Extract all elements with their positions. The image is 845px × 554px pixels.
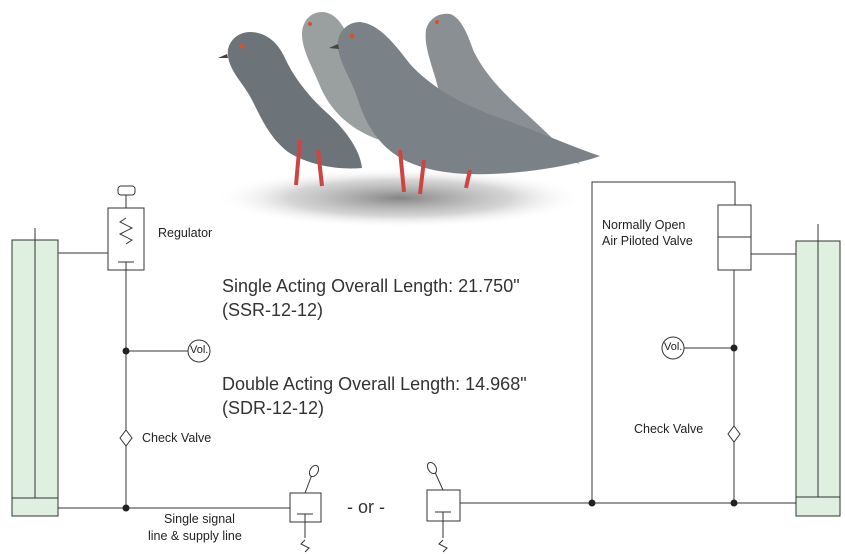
regulator-label: Regulator [158,226,213,240]
pigeon-1 [218,32,362,187]
single-acting-length: Single Acting Overall Length: 21.750" [222,276,520,296]
supply-line-label: line & supply line [148,529,242,543]
toggle-valve-right [426,461,461,553]
double-acting-model: (SDR-12-12) [222,398,325,418]
check-valve-label-left: Check Valve [142,431,212,445]
toggle-valve-left [289,464,322,553]
left-cylinder [11,228,59,517]
double-acting-length: Double Acting Overall Length: 14.968" [222,374,527,394]
pigeon-4 [425,13,580,164]
single-signal-label: Single signal [164,512,235,526]
volume-circle-right [661,336,685,360]
pigeons-illustration [215,12,600,228]
junction-dot-left-bottom [122,504,130,512]
junction-dot-left-vol [122,347,130,355]
check-valve-left-symbol [119,429,133,447]
air-piloted-valve-label: Air Piloted Valve [602,234,693,248]
pigeon-3 [329,22,600,195]
junction-dot-right-bottom-left [588,499,596,507]
volume-label-right: Vol. [664,341,683,353]
volume-circle-left [187,339,211,363]
normally-open-label: Normally Open [602,218,686,232]
or-separator: - or - [347,497,385,517]
single-acting-model: (SSR-12-12) [222,300,324,320]
regulator-symbol [107,185,145,271]
right-cylinder [795,224,841,517]
volume-label-left: Vol. [190,344,209,356]
check-valve-label-right: Check Valve [634,422,704,436]
junction-dot-right-bottom [730,499,738,507]
air-piloted-valve-symbol [717,204,752,271]
junction-dot-right-vol [730,344,738,352]
check-valve-right-symbol [727,425,741,443]
